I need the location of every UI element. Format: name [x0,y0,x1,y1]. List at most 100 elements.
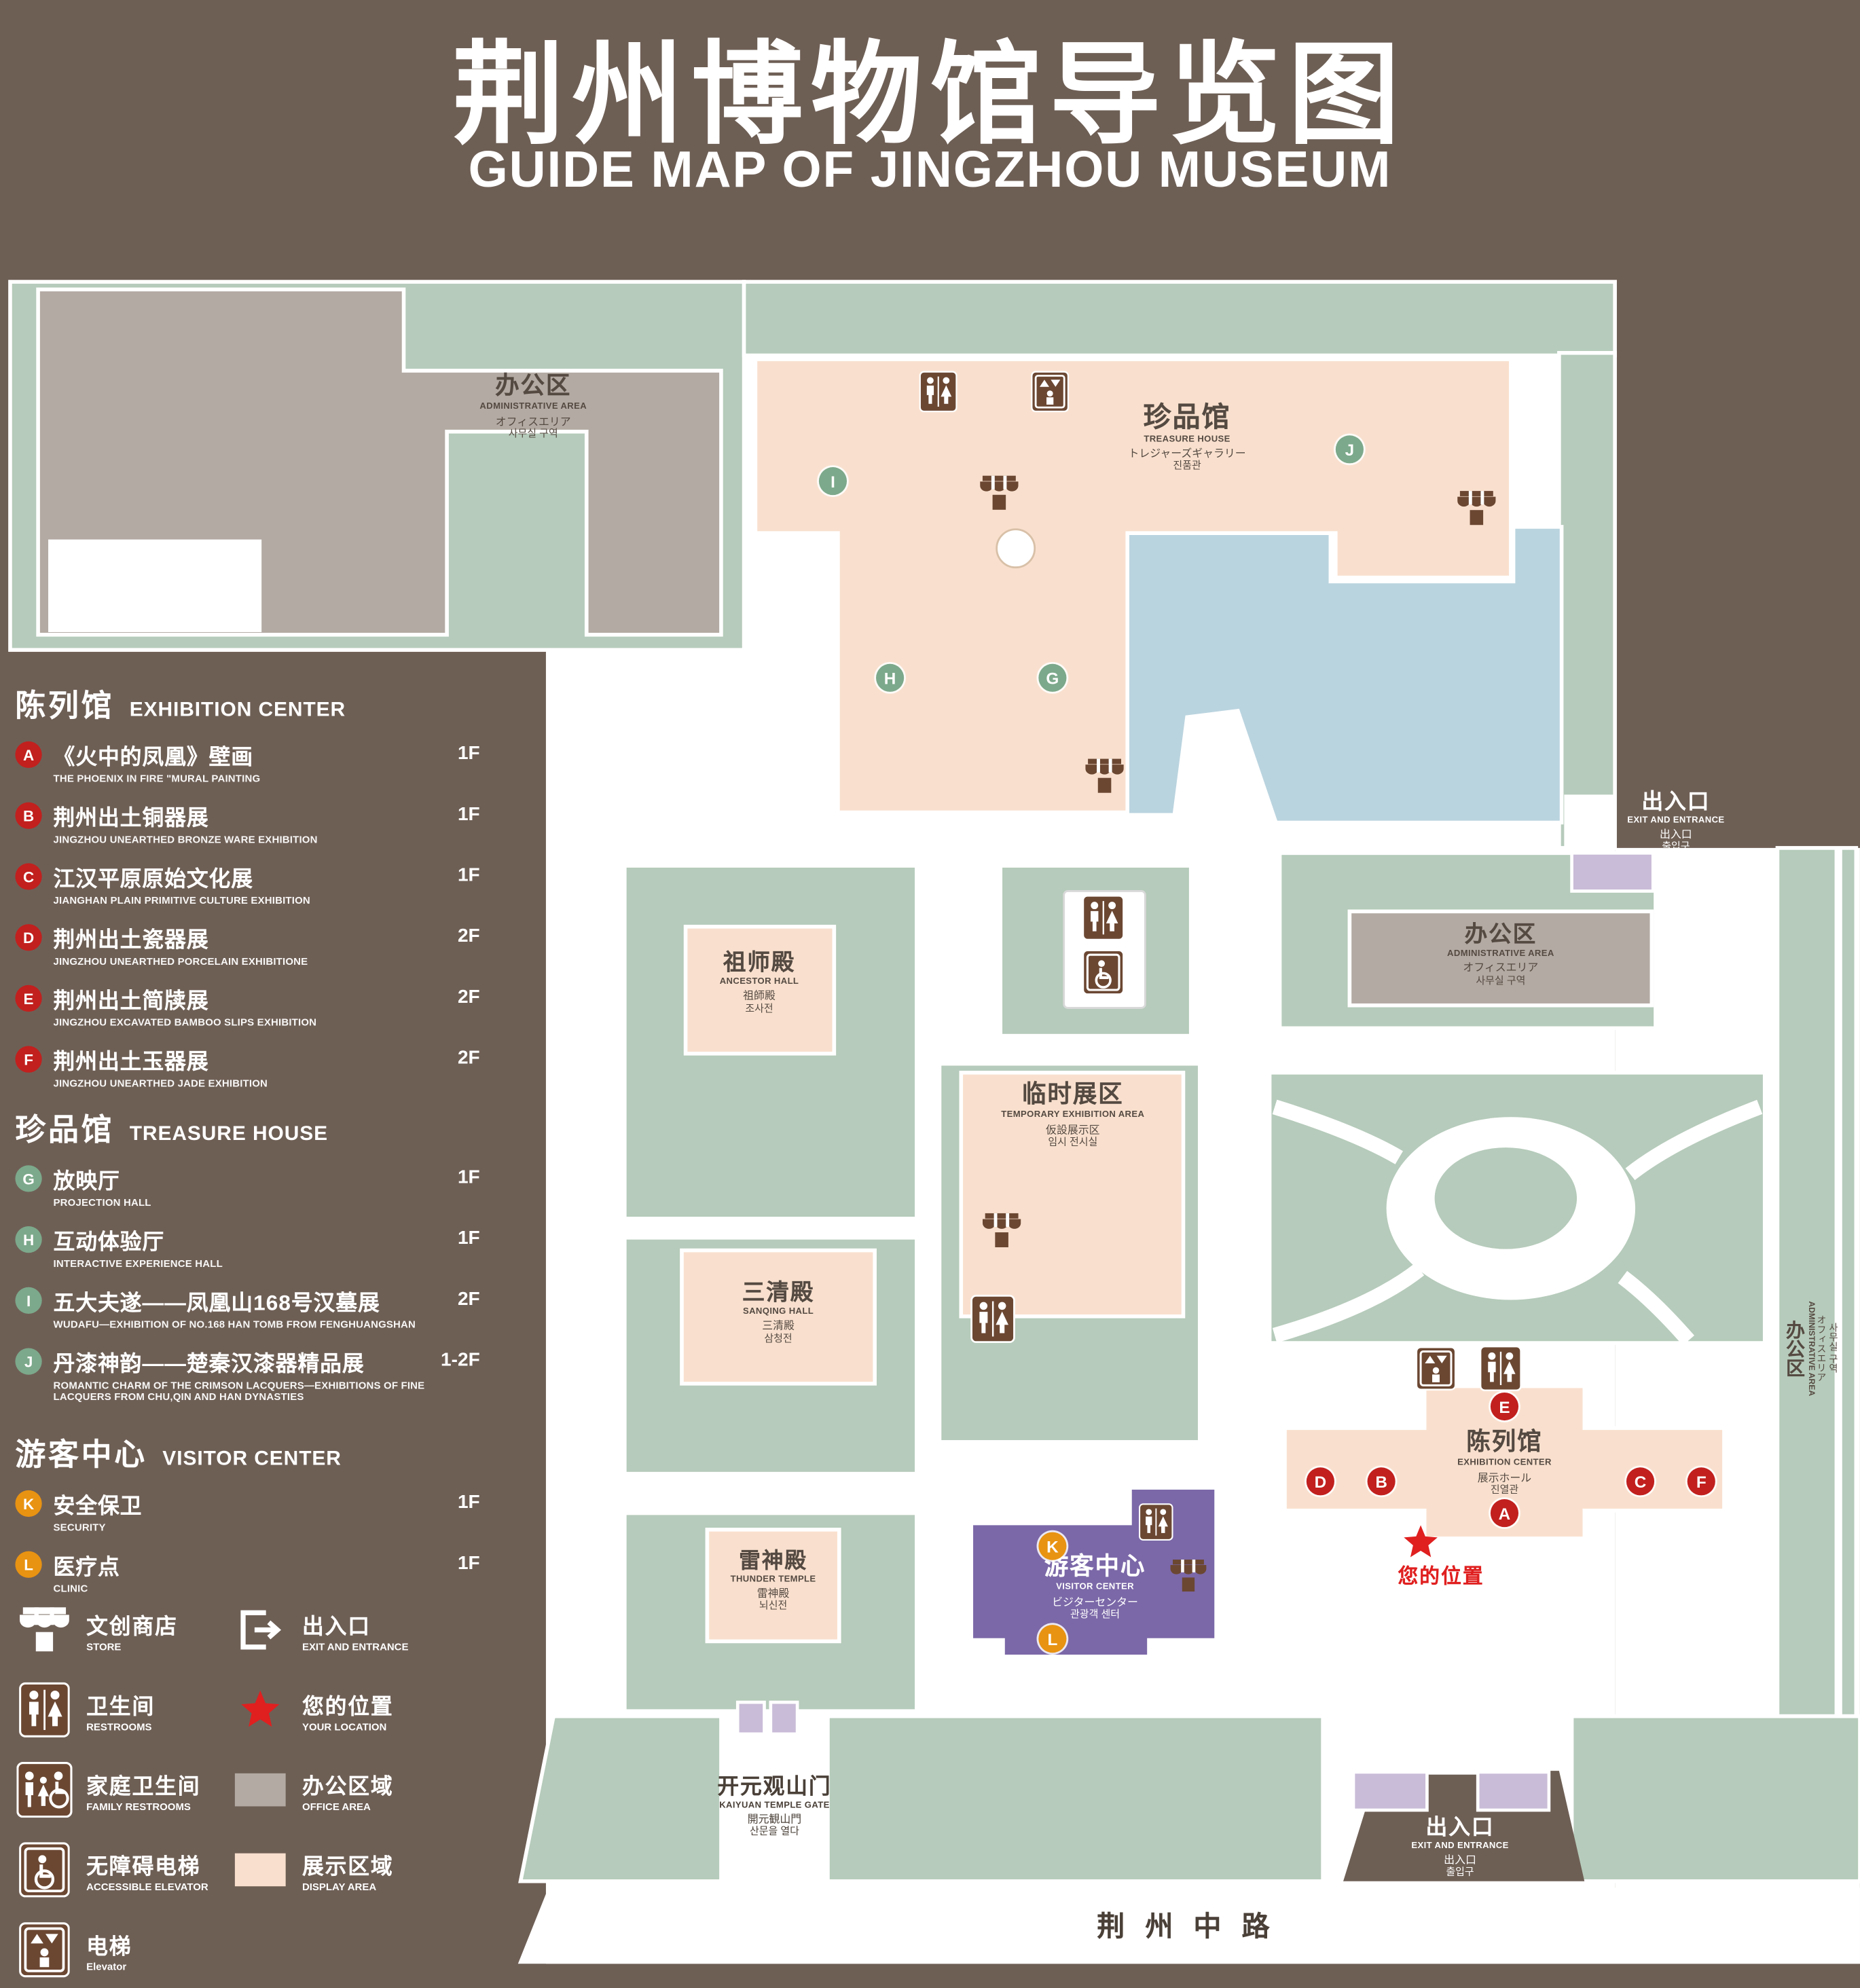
label-ko: 산문을 열다 [749,1826,799,1837]
restroom-icon [1475,1346,1526,1391]
poi-zh: 荆州出土铜器展 [53,806,209,830]
label-en: EXIT AND ENTRANCE [1411,1841,1509,1851]
marker-letter: E [1499,1397,1510,1416]
section-zh: 珍品馆 [15,1113,115,1148]
office-area-swatch [234,1773,286,1807]
section-heading-exhibition: 陈列馆 EXHIBITION CENTER [15,680,507,739]
page-title: 荆州博物馆导览图 [452,31,1408,158]
marker-d: D [1306,1467,1334,1496]
label-en: TEMPORARY EXHIBITION AREA [1001,1111,1145,1120]
garden-path [1618,1270,1695,1346]
poi-zh: 放映厅 [53,1168,120,1194]
label-zh: 雷神殿 [739,1548,808,1573]
elevator-icon [19,1922,70,1978]
label-zh: 开元观山门 [717,1774,832,1799]
marker-letter: I [831,471,835,491]
store-icon [980,1212,1023,1249]
garden-path [1272,1099,1403,1164]
poi-zh: 医疗点 [53,1555,120,1579]
poi-badge: F [15,1046,42,1073]
legend-zh: 您的位置 [302,1693,394,1718]
ancestor-hall-label: 祖师殿 ANCESTOR HALL 祖師殿 조사전 [696,949,823,1014]
label-zh: 办公区 [495,373,572,400]
kaiyuan-gate-label: 开元观山门 KAIYUAN TEMPLE GATE 開元観山門 산문을 열다 [692,1775,857,1838]
legend-en: OFFICE AREA [302,1801,371,1812]
poi-en: WUDAFU—EXHIBITION OF NO.168 HAN TOMB FRO… [53,1318,416,1330]
marker-letter: A [1498,1503,1511,1523]
exhibition-center-label: 陈列馆 EXHIBITION CENTER 展示ホール 진열관 [1409,1429,1599,1495]
gate-tower [769,1700,799,1736]
sanqing-hall-label: 三清殿 SANQING HALL 三清殿 삼청전 [715,1280,842,1344]
lawn-bottom-right [1569,1714,1860,1883]
marker-letter: B [1375,1471,1387,1491]
office-right-label: 办公区 ADMINISTRATIVE AREA オフィスエリア 사무실 구역 [1781,1234,1853,1462]
poi-zh: 江汉平原原始文化展 [53,866,253,891]
poi-floor: 1-2F [441,1349,480,1372]
poi-en: THE PHOENIX IN FIRE "MURAL PAINTING [53,772,261,784]
restroom-icon [1139,1503,1173,1541]
label-ko: 사무실 구역 [1827,1323,1840,1374]
poi-badge: L [15,1551,42,1578]
label-en: SANQING HALL [743,1308,814,1317]
gate-tower [735,1700,766,1736]
poi-en: JINGZHOU UNEARTHED PORCELAIN EXHIBITIONE [53,955,308,967]
section-zh: 游客中心 [15,1438,147,1473]
marker-c: C [1626,1467,1655,1496]
poi-en: INTERACTIVE EXPERIENCE HALL [53,1257,223,1269]
road-label: 荆州中路 [1097,1910,1290,1943]
exit-topright-label: 出入口 EXIT AND ENTRANCE 出入口 출입구 [1625,790,1727,853]
marker-a: A [1490,1498,1519,1528]
label-ja: 祖師殿 [743,989,776,1003]
label-ja: 三清殿 [762,1319,795,1333]
legend-zh: 办公区域 [302,1773,394,1799]
marker-letter: F [1696,1471,1707,1491]
label-en: ADMINISTRATIVE AREA [1447,949,1554,959]
poi-badge: G [15,1165,42,1192]
accessible-elevator-icon [19,1842,70,1898]
poi-en: JIANGHAN PLAIN PRIMITIVE CULTURE EXHIBIT… [53,894,310,906]
exhibition-center-building [1283,1384,1726,1541]
restroom-icon [919,371,958,413]
poi-zh: 互动体验厅 [53,1230,165,1255]
store-icon [16,1606,72,1654]
poi-zh: 荆州出土瓷器展 [53,927,209,953]
label-ja: 出入口 [1660,828,1692,841]
label-ja: 展示ホール [1477,1471,1532,1484]
label-zh: 办公区 [1464,921,1537,947]
poi-floor: 1F [457,1491,480,1513]
bottom-exit-path [1427,1716,1478,1775]
poi-en: PROJECTION HALL [53,1196,151,1208]
poi-en: JINGZHOU EXCAVATED BAMBOO SLIPS EXHIBITI… [53,1016,317,1028]
label-ko: 출입구 [1662,841,1690,853]
legend-en: ACCESSIBLE ELEVATOR [86,1880,208,1892]
poi-zh: 荆州出土玉器展 [53,1050,209,1074]
road [517,1888,1860,1964]
label-en: THUNDER TEMPLE [730,1575,816,1585]
label-en: ANCESTOR HALL [719,978,799,987]
marker-f: F [1687,1467,1715,1496]
exit-icon [1572,800,1614,839]
poi-badge: E [15,984,42,1012]
store-icon [1168,1559,1209,1593]
elevator-icon [1031,371,1069,413]
store-icon [1455,490,1499,527]
temporary-exhibition-label: 临时展区 TEMPORARY EXHIBITION AREA 仮設展示区 임시 … [978,1082,1168,1147]
accessible-elevator-icon [1416,1346,1457,1391]
label-ko: 조사전 [745,1002,773,1014]
label-zh: 临时展区 [1021,1081,1124,1109]
label-ja: 開元観山門 [747,1813,802,1826]
poi-zh: 荆州出土简牍展 [53,989,209,1013]
section-en: TREASURE HOUSE [129,1123,329,1145]
